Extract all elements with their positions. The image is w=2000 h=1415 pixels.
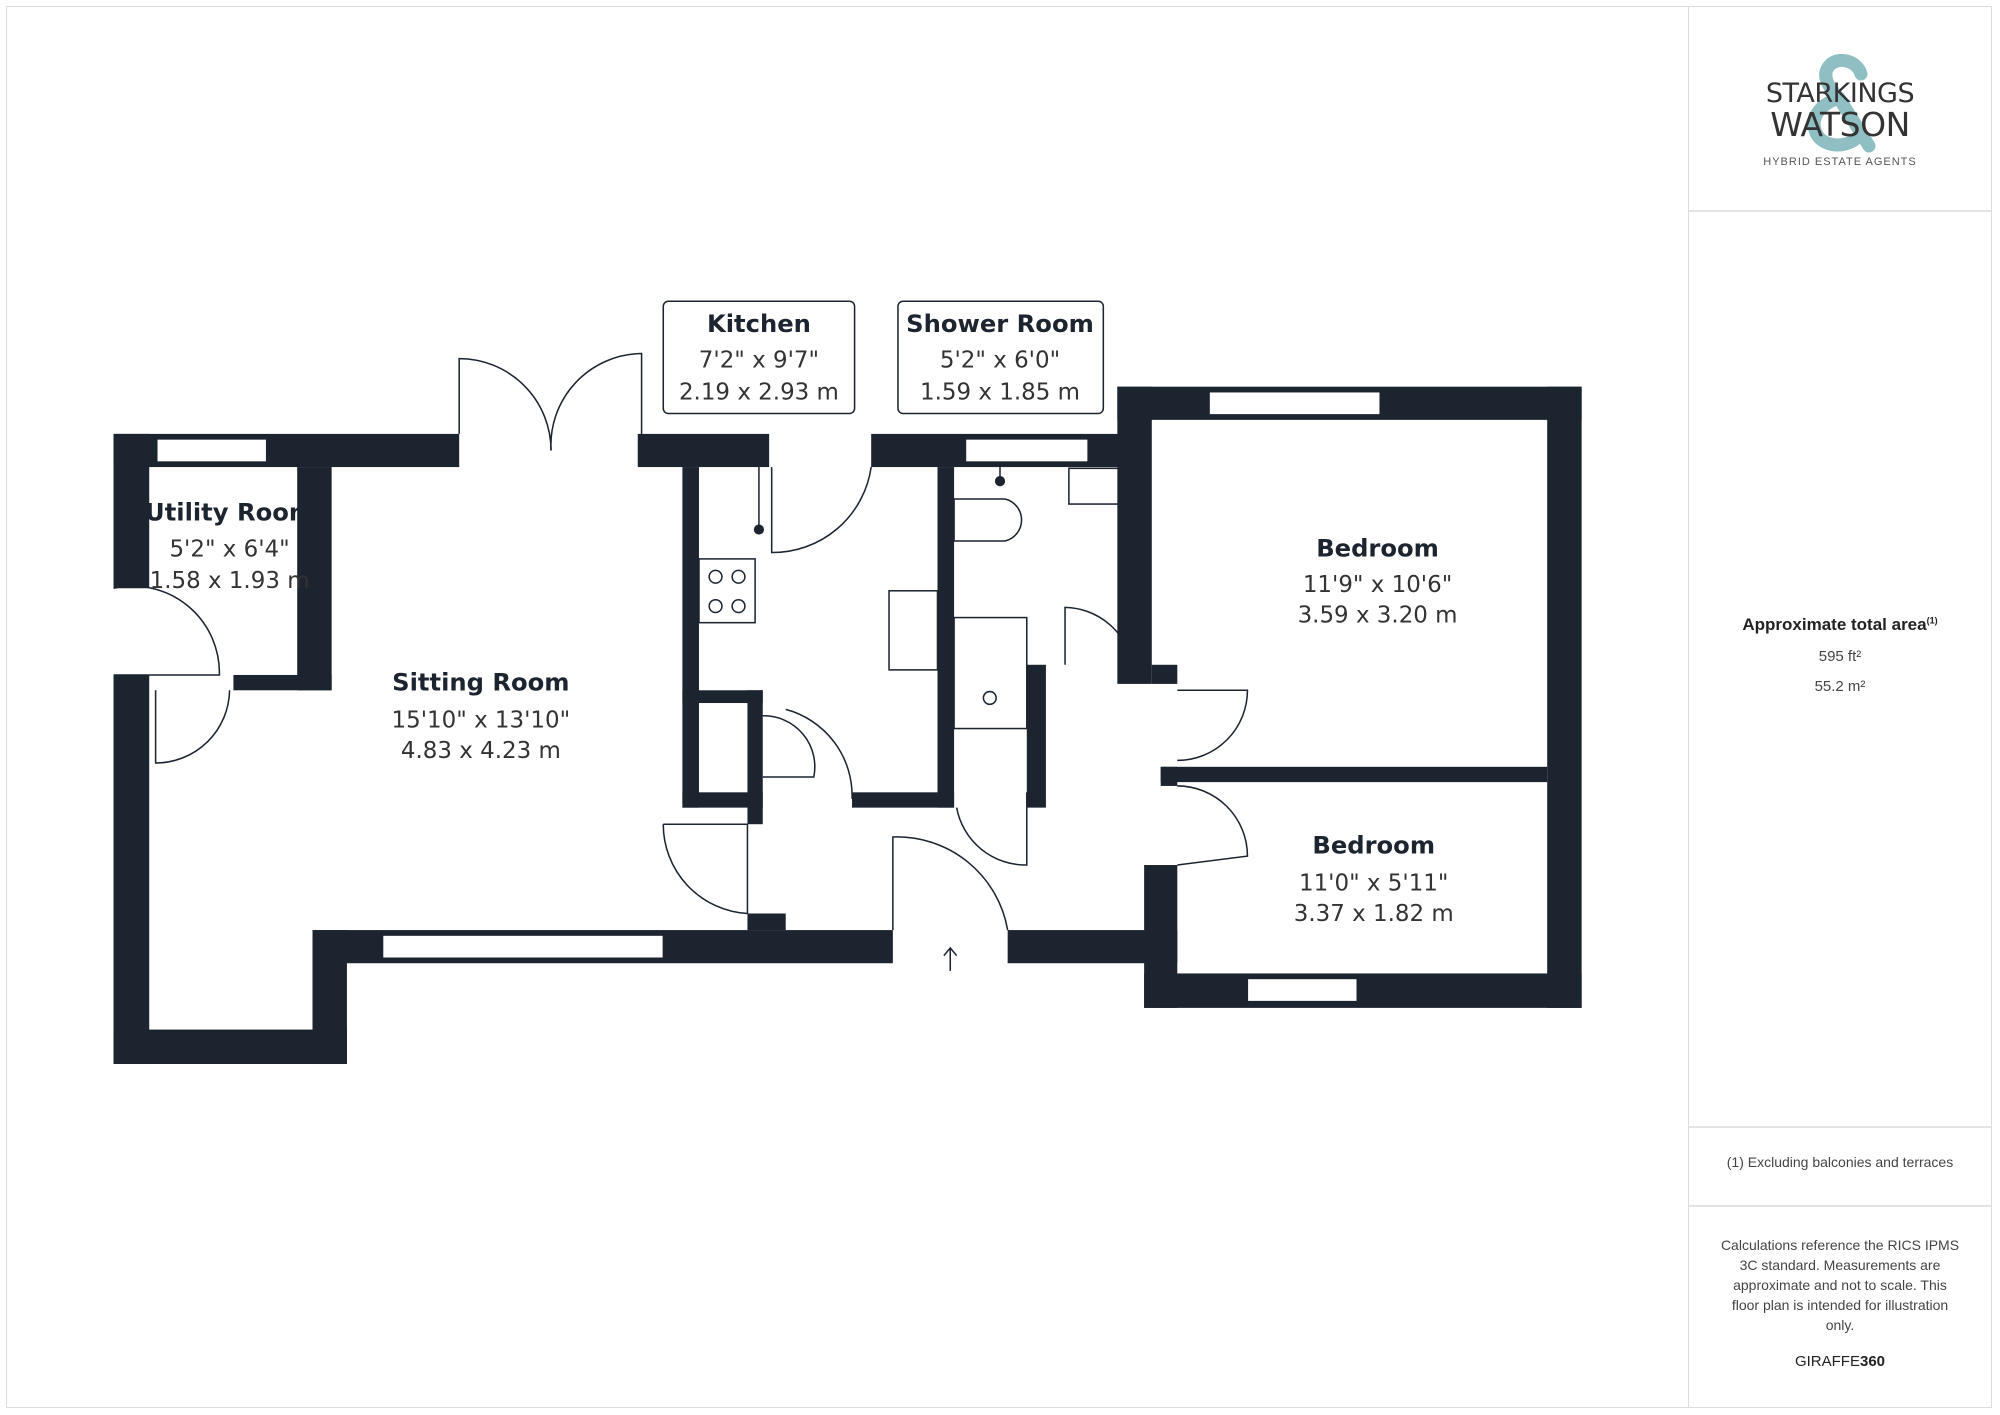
hob-icon	[698, 558, 756, 624]
sink-icon	[888, 590, 939, 671]
svg-text:2.19 x 2.93 m: 2.19 x 2.93 m	[679, 379, 839, 405]
disclaimer: Calculations reference the RICS IPMS 3C …	[1720, 1237, 1960, 1333]
doors	[113, 352, 1249, 971]
svg-text:5'2" x 6'4": 5'2" x 6'4"	[169, 536, 289, 562]
svg-text:Bedroom: Bedroom	[1312, 832, 1435, 860]
svg-text:4.83 x 4.23 m: 4.83 x 4.23 m	[401, 738, 561, 764]
svg-text:Kitchen: Kitchen	[707, 310, 811, 338]
room-bedroom-1: Bedroom 11'9" x 10'6" 3.59 x 3.20 m	[1298, 534, 1458, 628]
giraffe360-logo: GIRAFFE360	[1794, 1353, 1886, 1370]
svg-text:Bedroom: Bedroom	[1316, 534, 1439, 562]
room-bedroom-2: Bedroom 11'0" x 5'11" 3.37 x 1.82 m	[1294, 832, 1454, 928]
logo-line2: WATSON	[1770, 105, 1910, 144]
svg-text:5'2" x 6'0": 5'2" x 6'0"	[940, 348, 1060, 374]
agent-logo: STARKINGS WATSON HYBRID ESTATE AGENTS	[1689, 6, 1991, 212]
disclaimer-section: Calculations reference the RICS IPMS 3C …	[1689, 1205, 1991, 1405]
shower-tray-icon	[953, 616, 1028, 730]
room-shower: Shower Room 5'2" x 6'0" 1.59 x 1.85 m	[897, 300, 1105, 415]
svg-text:1.58 x 1.93 m: 1.58 x 1.93 m	[150, 568, 310, 594]
svg-text:3.37 x 1.82 m: 3.37 x 1.82 m	[1294, 901, 1454, 927]
svg-text:15'10" x 13'10": 15'10" x 13'10"	[392, 707, 571, 733]
entrance-arrow-icon	[943, 946, 958, 971]
room-sitting: Sitting Room 15'10" x 13'10" 4.83 x 4.23…	[392, 668, 571, 764]
footnote-section: (1) Excluding balconies and terraces	[1689, 1126, 1991, 1207]
svg-text:11'0" x 5'11": 11'0" x 5'11"	[1299, 871, 1448, 897]
fixtures	[698, 467, 1131, 730]
logo-ampersand-icon	[1807, 54, 1876, 153]
svg-text:3.59 x 3.20 m: 3.59 x 3.20 m	[1298, 603, 1458, 629]
svg-text:1.59 x 1.85 m: 1.59 x 1.85 m	[920, 379, 1080, 405]
footnote: (1) Excluding balconies and terraces	[1726, 1154, 1954, 1170]
basin-icon	[1068, 467, 1131, 505]
room-utility: Utility Room 5'2" x 6'4" 1.58 x 1.93 m	[145, 499, 314, 595]
svg-text:7'2" x 9'7": 7'2" x 9'7"	[699, 348, 819, 374]
svg-text:Shower Room: Shower Room	[906, 310, 1094, 338]
svg-text:11'9" x 10'6": 11'9" x 10'6"	[1303, 572, 1452, 598]
svg-text:Sitting Room: Sitting Room	[392, 668, 569, 696]
svg-text:Utility Room: Utility Room	[145, 499, 314, 527]
area-sqm: 55.2 m²	[1814, 678, 1866, 695]
windows	[156, 391, 1381, 1003]
logo-line1: STARKINGS	[1765, 78, 1915, 109]
logo-tagline: HYBRID ESTATE AGENTS	[1763, 156, 1917, 168]
area-sqft: 595 ft²	[1818, 648, 1862, 665]
info-panel: STARKINGS WATSON HYBRID ESTATE AGENTS Ap…	[1688, 6, 1992, 1408]
area-label: Approximate total area(1)	[1742, 615, 1938, 634]
room-kitchen: Kitchen 7'2" x 9'7" 2.19 x 2.93 m	[662, 300, 856, 415]
area-section: Approximate total area(1) 595 ft² 55.2 m…	[1689, 210, 1991, 1128]
walls	[113, 386, 1582, 1065]
toilet-icon	[953, 498, 1023, 542]
